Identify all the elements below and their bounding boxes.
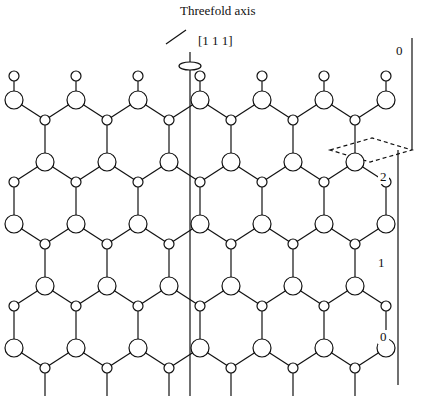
small-atom [195, 177, 205, 187]
axis-marks [166, 30, 412, 396]
direction-index: [1 1 1] [196, 34, 235, 48]
small-atom [40, 115, 50, 125]
large-atom [129, 339, 147, 357]
axis-title: Threefold axis [178, 4, 257, 18]
large-atom [98, 277, 116, 295]
small-atom [257, 301, 267, 311]
small-atom [257, 71, 267, 81]
small-atom [133, 71, 143, 81]
bond-lines [14, 76, 386, 396]
small-atom [9, 177, 19, 187]
small-atom [226, 239, 236, 249]
small-atom [164, 115, 174, 125]
small-atom [319, 177, 329, 187]
small-atom [102, 363, 112, 373]
large-atom [160, 153, 178, 171]
large-atom [67, 215, 85, 233]
layer-number: 2 [378, 170, 389, 184]
large-atom [67, 91, 85, 109]
height-scale-line [397, 150, 398, 385]
atoms [5, 71, 395, 373]
small-atom [288, 239, 298, 249]
small-atom [40, 239, 50, 249]
small-atom [164, 239, 174, 249]
small-atom [133, 301, 143, 311]
small-atom [71, 177, 81, 187]
small-atom [40, 363, 50, 373]
large-atom [346, 277, 364, 295]
small-atom [350, 363, 360, 373]
large-atom [377, 215, 395, 233]
small-atom [102, 115, 112, 125]
small-atom [71, 71, 81, 81]
large-atom [160, 277, 178, 295]
large-atom [284, 277, 302, 295]
large-atom [253, 91, 271, 109]
large-atom [129, 215, 147, 233]
axis-symbol [179, 62, 201, 70]
large-atom [129, 91, 147, 109]
layer-number: 0 [394, 44, 405, 58]
small-atom [288, 363, 298, 373]
large-atom [253, 215, 271, 233]
large-atom [284, 153, 302, 171]
large-atom [222, 277, 240, 295]
small-atom [319, 71, 329, 81]
large-atom [346, 153, 364, 171]
large-atom [67, 339, 85, 357]
large-atom [377, 91, 395, 109]
large-atom [315, 215, 333, 233]
small-atom [381, 71, 391, 81]
large-atom [36, 153, 54, 171]
large-atom [253, 339, 271, 357]
small-atom [102, 239, 112, 249]
large-atom [191, 339, 209, 357]
layer-number: 0 [378, 330, 389, 344]
small-atom [226, 363, 236, 373]
large-atom [5, 339, 23, 357]
large-atom [222, 153, 240, 171]
large-atom [5, 215, 23, 233]
large-atom [191, 215, 209, 233]
large-atom [191, 91, 209, 109]
small-atom [226, 115, 236, 125]
small-atom [164, 363, 174, 373]
leader-line [166, 30, 186, 44]
large-atom [5, 91, 23, 109]
small-atom [195, 71, 205, 81]
small-atom [288, 115, 298, 125]
large-atom [98, 153, 116, 171]
small-atom [319, 301, 329, 311]
dashed-plane [330, 138, 412, 162]
small-atom [71, 301, 81, 311]
large-atom [36, 277, 54, 295]
height-scale-line [411, 38, 412, 150]
small-atom [350, 239, 360, 249]
small-atom [9, 71, 19, 81]
small-atom [195, 301, 205, 311]
layer-number: 1 [376, 256, 387, 270]
small-atom [257, 177, 267, 187]
small-atom [133, 177, 143, 187]
small-atom [350, 115, 360, 125]
small-atom [9, 301, 19, 311]
small-atom [381, 301, 391, 311]
large-atom [315, 339, 333, 357]
large-atom [315, 91, 333, 109]
